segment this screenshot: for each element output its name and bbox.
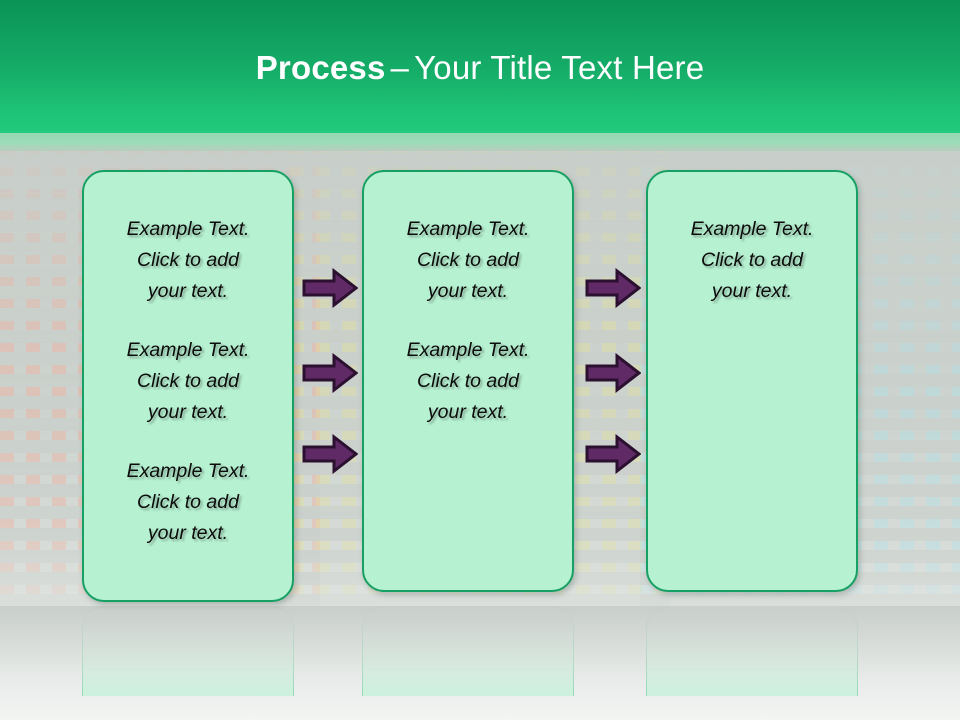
right-block-arrow-icon-1-1[interactable] — [302, 268, 358, 308]
right-block-arrow-icon-2-1[interactable] — [585, 268, 641, 308]
page-title: Process–Your Title Text Here — [0, 48, 960, 88]
title-banner-underline-band — [0, 133, 960, 151]
title-banner — [0, 0, 960, 133]
page-title-rest: Your Title Text Here — [414, 49, 705, 86]
process-box-1-paragraph-2[interactable]: Example Text. Click to add your text. — [126, 339, 250, 423]
process-box-3-body: Example Text. Click to add your text. — [648, 172, 856, 317]
process-box-1-paragraph-3[interactable]: Example Text. Click to add your text. — [126, 460, 250, 544]
process-box-3[interactable]: Example Text. Click to add your text. — [646, 170, 858, 592]
process-box-3-reflection — [646, 606, 858, 696]
process-box-2-body: Example Text. Click to add your text. Ex… — [364, 172, 572, 438]
process-box-1-reflection — [82, 606, 294, 696]
right-block-arrow-icon-2-3[interactable] — [585, 434, 641, 474]
process-box-2-paragraph-1[interactable]: Example Text. Click to add your text. — [406, 218, 530, 302]
process-box-2-reflection — [362, 606, 574, 696]
process-box-1[interactable]: Example Text. Click to add your text. Ex… — [82, 170, 294, 602]
right-block-arrow-icon-1-3[interactable] — [302, 434, 358, 474]
process-box-3-paragraph-1[interactable]: Example Text. Click to add your text. — [690, 218, 814, 302]
page-title-strong: Process — [255, 49, 386, 86]
process-box-1-paragraph-1[interactable]: Example Text. Click to add your text. — [126, 218, 250, 302]
right-block-arrow-icon-2-2[interactable] — [585, 353, 641, 393]
process-box-2[interactable]: Example Text. Click to add your text. Ex… — [362, 170, 574, 592]
page-title-dash: – — [390, 49, 410, 86]
right-block-arrow-icon-1-2[interactable] — [302, 353, 358, 393]
process-box-1-body: Example Text. Click to add your text. Ex… — [84, 172, 292, 559]
process-box-2-paragraph-2[interactable]: Example Text. Click to add your text. — [406, 339, 530, 423]
